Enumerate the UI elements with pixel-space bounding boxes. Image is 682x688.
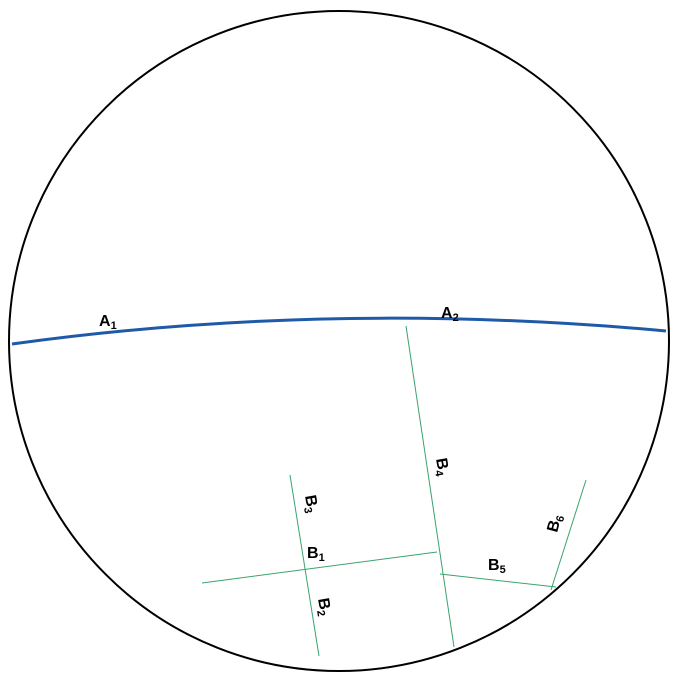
line-b5 — [439, 573, 557, 588]
curve-a — [11, 316, 667, 346]
label-b5: B5 — [488, 557, 506, 576]
label-b3: B3 — [299, 494, 321, 515]
label-b1: B1 — [307, 545, 325, 564]
line-b1 — [201, 551, 438, 584]
label-b4-group: B4 — [430, 457, 452, 479]
line-b4 — [405, 325, 455, 648]
label-b3-group: B3 — [299, 494, 321, 515]
label-b4: B4 — [430, 457, 452, 479]
lines-b — [201, 325, 587, 657]
outer-circle — [8, 10, 670, 672]
label-a1: A1 — [99, 313, 117, 332]
label-b6-group: B6 — [544, 513, 567, 535]
line-b6 — [550, 479, 587, 591]
label-a2: A2 — [441, 305, 459, 324]
label-b2: B2 — [312, 597, 334, 618]
label-b6: B6 — [544, 513, 567, 535]
line-b3-b2 — [289, 474, 320, 657]
label-b2-group: B2 — [312, 597, 334, 618]
